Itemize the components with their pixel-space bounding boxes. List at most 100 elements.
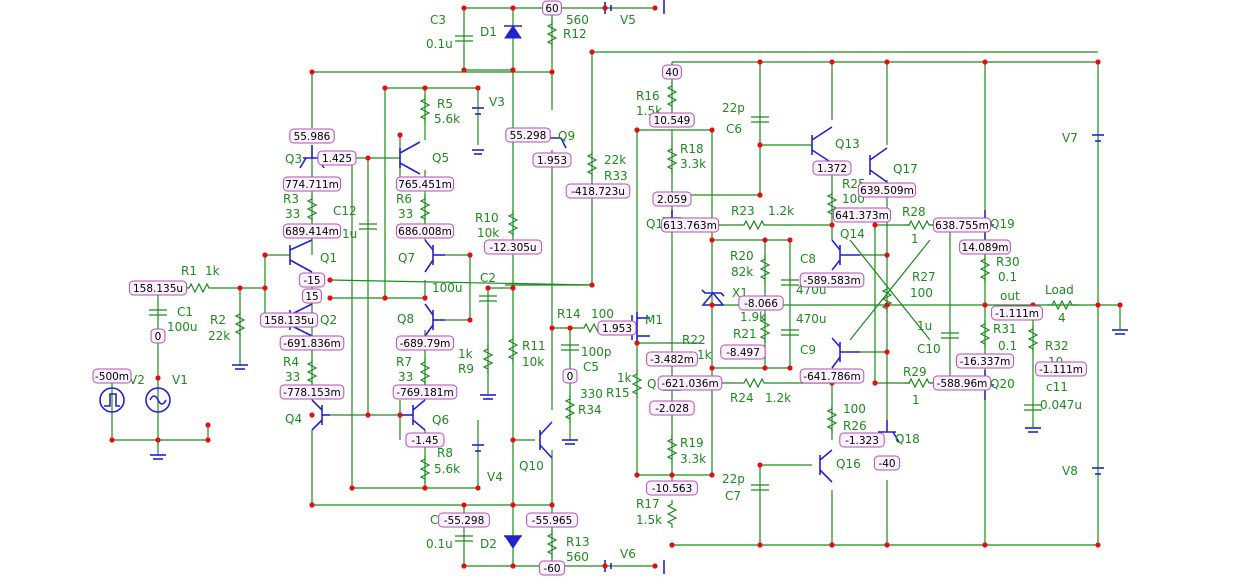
node-voltage-value: 613.763m	[663, 220, 717, 232]
node-voltage-value: -55.965	[532, 515, 573, 527]
node-voltage-value: 774.711m	[285, 179, 339, 191]
label-r14-val: 100	[591, 307, 614, 321]
node-voltage-value: -641.786m	[803, 371, 860, 383]
label-c3-ref: C3	[430, 13, 446, 27]
node-voltage-box	[565, 183, 631, 199]
resistor-r20	[759, 255, 771, 283]
label-r18-val: 3.3k	[680, 157, 706, 171]
label-q5-ref: Q5	[432, 151, 449, 165]
label-c8-ref: C8	[800, 252, 816, 266]
node-voltage-box	[150, 328, 166, 344]
resistor-r26	[826, 405, 838, 433]
label-r6-val: 33	[398, 207, 413, 221]
label-r13-ref: R13	[566, 535, 590, 549]
source-v1	[145, 387, 171, 413]
node-voltage-value: -588.96m	[937, 378, 988, 390]
node-voltage-value: 60	[545, 3, 558, 15]
label-r14-ref: R14	[557, 307, 581, 321]
label-r28-val: 1	[911, 232, 919, 246]
node-voltage-box	[289, 128, 335, 144]
node-voltage-box	[298, 272, 326, 288]
label-r10-ref: R10	[475, 211, 499, 225]
transistor-q16	[819, 449, 833, 483]
node-voltage-box	[1035, 361, 1087, 377]
diode-d1	[504, 25, 522, 39]
label-r26-ref: R26	[843, 419, 867, 433]
node-voltage-box	[839, 432, 885, 448]
label-q9-ref: Q9	[558, 129, 575, 143]
node-voltage-tag: -589.583m	[799, 272, 865, 288]
resistor-r34	[564, 395, 576, 423]
battery-v4	[472, 444, 484, 452]
resistor-r4	[306, 358, 318, 386]
node-voltage-box	[526, 512, 578, 528]
capacitor-c11	[1024, 404, 1042, 411]
node-voltage-box	[932, 375, 992, 391]
node-voltage-tag: -55.298	[438, 512, 490, 528]
resistor-r18	[666, 145, 678, 173]
node-voltage-value: 639.509m	[860, 185, 914, 197]
node-voltage-value: 55.986	[294, 131, 331, 143]
label-c2-ref: C2	[480, 271, 496, 285]
node-voltage-tag: 158.135u	[128, 280, 188, 296]
label-r34-val: 330	[580, 387, 603, 401]
label-q4-ref: Q4	[285, 412, 302, 426]
node-voltage-value: 689.414m	[285, 226, 339, 238]
resistor-r27	[881, 285, 893, 313]
resistor-r29	[905, 377, 935, 389]
node-voltage-box	[259, 312, 319, 328]
label-r15-ref: R15	[606, 386, 630, 400]
node-voltage-box	[649, 400, 695, 416]
label-c10-ref: C10	[917, 342, 941, 356]
node-voltage-value: 638.755m	[935, 220, 989, 232]
label-r22-val: 1k	[697, 348, 712, 362]
label-r15-val: 1k	[617, 371, 632, 385]
resistor-r6	[419, 195, 431, 223]
label-r13-val: 560	[566, 550, 589, 564]
resistor-r10	[507, 210, 519, 238]
label-q3-ref: Q3	[285, 152, 302, 166]
diode-d2	[504, 535, 522, 549]
node-voltage-box	[92, 368, 132, 384]
node-voltage-tag: 158.135u	[259, 312, 319, 328]
label-c9-val: 470u	[796, 312, 827, 326]
capacitor-c1	[149, 309, 167, 316]
label-q7-ref: Q7	[398, 251, 415, 265]
node-voltage-tag: 613.763m	[660, 217, 720, 233]
label-out: out	[1000, 289, 1020, 303]
label-r6-ref: R6	[396, 192, 412, 206]
node-voltage-box	[857, 182, 917, 198]
node-voltage-tag: 1.953	[597, 320, 637, 336]
label-c6-val: 22p	[722, 101, 745, 115]
node-voltage-tag: -769.181m	[392, 384, 458, 400]
label-r32-ref: R32	[1045, 339, 1069, 353]
transistor-q10	[539, 421, 553, 459]
node-voltage-tag: -60	[538, 560, 566, 576]
battery-v7	[1092, 134, 1104, 142]
label-r5-ref: R5	[437, 97, 453, 111]
label-r27-ref: R27	[912, 270, 936, 284]
resistor-r7	[419, 358, 431, 386]
label-r23-ref: R23	[731, 204, 755, 218]
node-voltage-tag: -500m	[92, 368, 132, 384]
label-r19-val: 3.3k	[680, 452, 706, 466]
label-r21-ref: R21	[733, 327, 757, 341]
node-voltage-tag: -12.305u	[483, 239, 543, 255]
label-d2-ref: D2	[480, 537, 497, 551]
label-r9-val: 1k	[458, 347, 473, 361]
label-v6-ref: V6	[620, 547, 636, 561]
node-voltage-box	[279, 335, 345, 351]
label-v7-ref: V7	[1062, 131, 1078, 145]
node-voltage-value: -589.583m	[803, 275, 860, 287]
node-voltage-box	[597, 320, 637, 336]
node-voltage-box	[799, 272, 865, 288]
node-voltage-tag: -8.497	[720, 344, 766, 360]
capacitor-c7	[751, 484, 769, 491]
battery-v3	[472, 107, 484, 115]
capacitor-c8	[781, 279, 799, 286]
label-c11-val: 0.047u	[1040, 398, 1082, 412]
node-voltage-value: 686.008m	[398, 226, 452, 238]
node-voltage-tag: 689.414m	[282, 223, 342, 239]
node-voltage-box	[128, 280, 188, 296]
